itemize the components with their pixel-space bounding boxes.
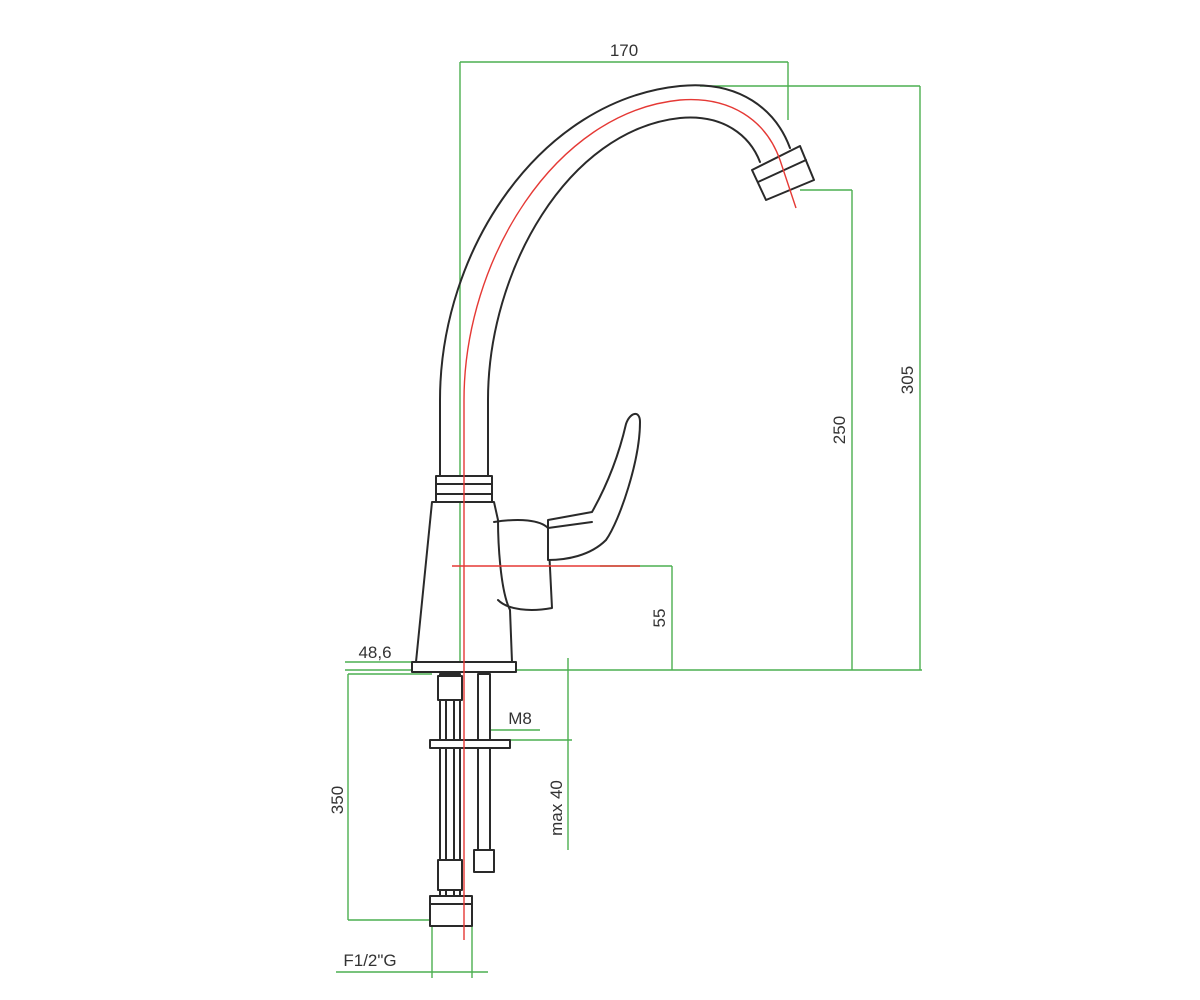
faucet-body — [415, 501, 513, 663]
cartridge-housing — [493, 519, 553, 611]
hose-upper-fitting — [437, 675, 463, 701]
dim-305-label: 305 — [898, 366, 917, 394]
mounting-washer — [429, 739, 511, 749]
dim-f12-label: F1/2"G — [343, 951, 396, 970]
spout-outer-edge — [439, 84, 791, 479]
centerlines — [452, 98, 797, 940]
dim-max40-label: max 40 — [547, 780, 566, 836]
mounting-stud — [477, 673, 491, 855]
faucet-outline — [411, 84, 815, 927]
hose-nut — [429, 895, 473, 927]
dim-350-label: 350 — [328, 786, 347, 814]
lever-handle — [547, 413, 641, 561]
lever-handle-joint — [547, 521, 593, 529]
aerator-ring — [757, 159, 807, 183]
dimension-lines — [336, 61, 922, 978]
stud-end-nut — [473, 849, 495, 873]
dim-170-label: 170 — [610, 41, 638, 60]
dimension-labels: 170 305 250 55 48,6 350 M8 max 40 F1/2"G — [328, 41, 917, 970]
dim-55-label: 55 — [650, 609, 669, 628]
dim-m8-label: M8 — [508, 709, 532, 728]
spout-centerline — [463, 98, 797, 940]
dim-250-label: 250 — [830, 416, 849, 444]
spout-inner-edge — [487, 116, 761, 479]
aerator — [751, 145, 815, 201]
dim-48-6-label: 48,6 — [358, 643, 391, 662]
hose-lower-fitting — [437, 859, 463, 891]
